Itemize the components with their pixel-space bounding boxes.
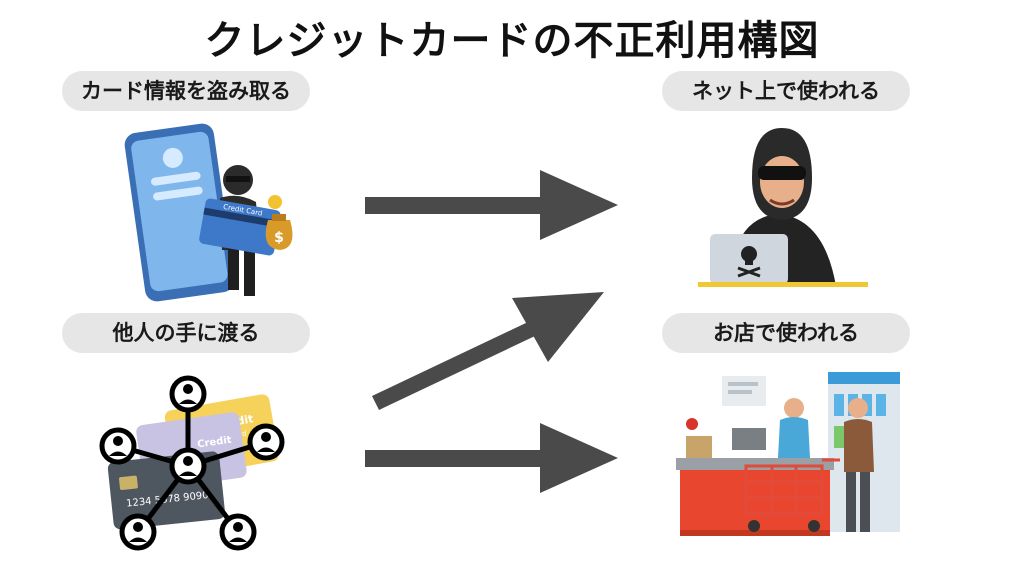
label-online: ネット上で使われる (662, 71, 910, 111)
money-bag-icon: $ (265, 195, 293, 250)
label-store: お店で使われる (662, 313, 910, 353)
svg-text:$: $ (274, 230, 284, 246)
label-transfer: 他人の手に渡る (62, 313, 310, 353)
arrow-transfer-to-online (372, 292, 604, 410)
skull-icon (737, 246, 761, 278)
store-illustration (676, 372, 900, 536)
shopping-cart-icon (744, 458, 840, 516)
label-steal: カード情報を盗み取る (62, 71, 310, 111)
arrow-steal-to-online (365, 170, 618, 240)
phone-thief-illustration: Credit Card $ (124, 123, 293, 302)
network-node-icon (99, 375, 285, 551)
network-card-mid-text: Credit (197, 435, 233, 451)
arrow-transfer-to-store (365, 423, 618, 493)
card-network-illustration: Credit card Credit 1234 5678 9090 (99, 375, 285, 551)
page-title: クレジットカードの不正利用構図 (204, 18, 820, 64)
hacker-illustration (698, 128, 868, 287)
